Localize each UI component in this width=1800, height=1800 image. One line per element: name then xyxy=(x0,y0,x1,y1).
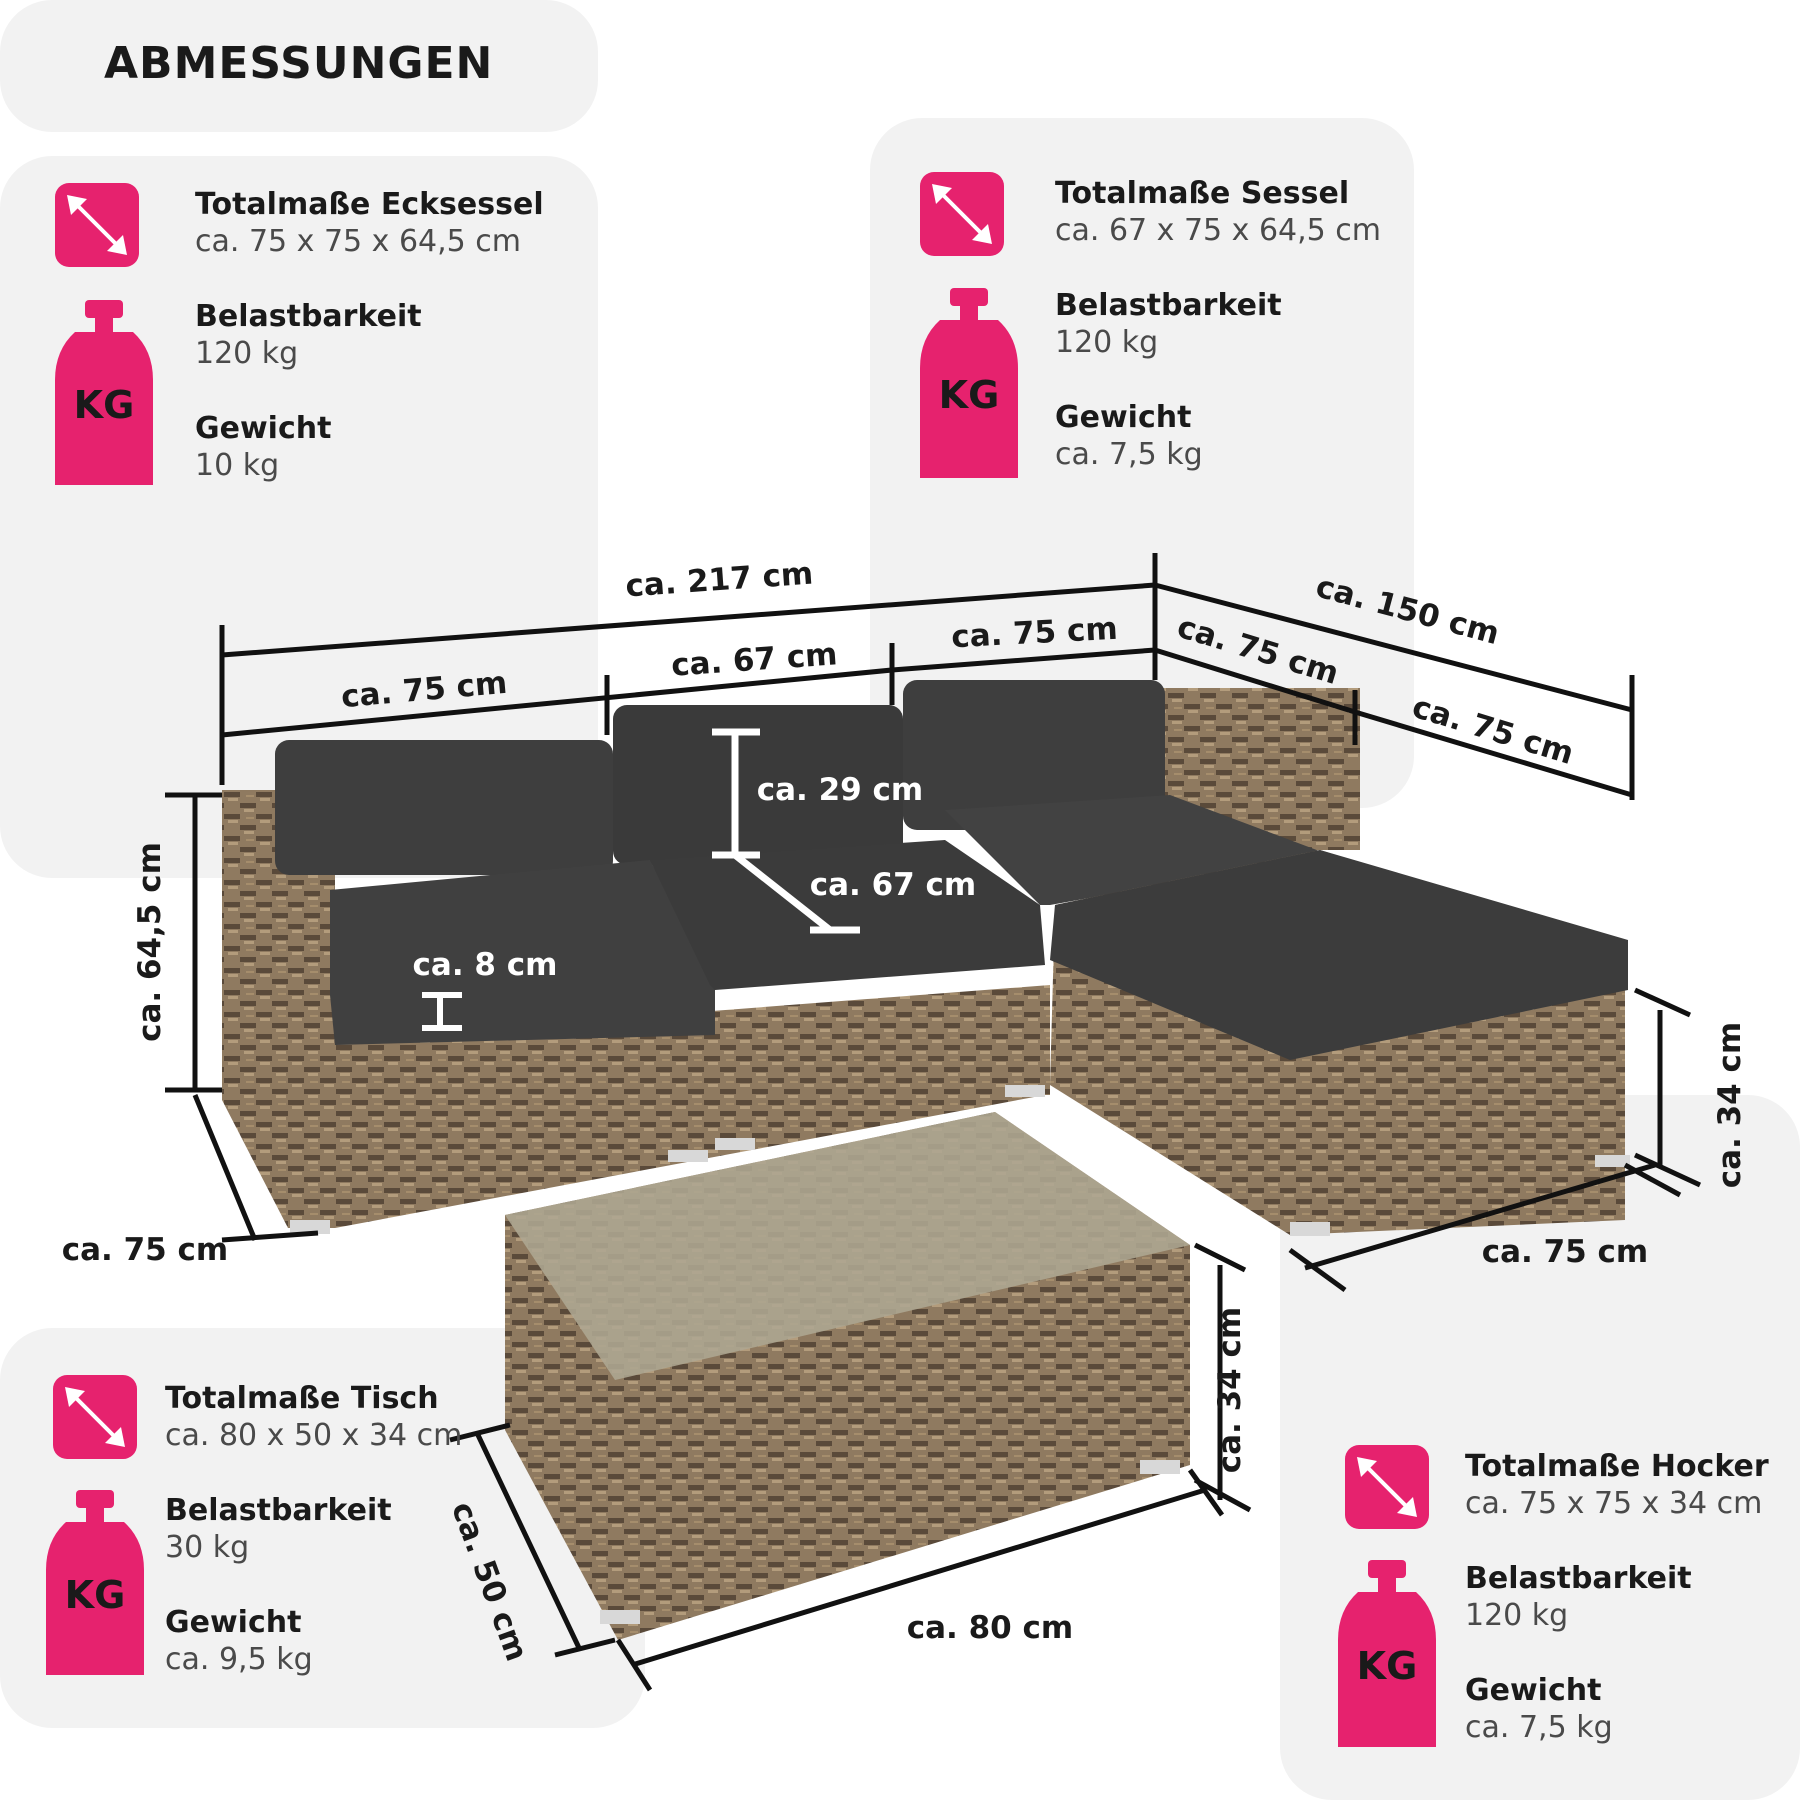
kg-weight-icon: KG xyxy=(920,288,1018,478)
dim-total-length: ca. 217 cm xyxy=(624,556,814,605)
kg-weight-icon: KG xyxy=(46,1490,144,1675)
dim-table-width: ca. 80 cm xyxy=(907,1610,1073,1646)
dim-sofa-height: ca. 64,5 cm xyxy=(132,842,168,1042)
diagonal-arrows-icon xyxy=(53,1375,137,1459)
dim-seat-depth: ca. 67 cm xyxy=(810,867,976,903)
svg-text:KG: KG xyxy=(74,383,135,427)
dim-table-height: ca. 34 cm xyxy=(1212,1307,1248,1473)
title-panel xyxy=(0,0,598,132)
dim-backrest-height: ca. 29 cm xyxy=(757,772,923,808)
sofa xyxy=(222,680,1360,1228)
seat-cushion-1 xyxy=(330,860,715,1045)
dim-sofa-depth: ca. 75 cm xyxy=(62,1232,228,1268)
kg-weight-icon: KG xyxy=(55,300,153,485)
svg-text:KG: KG xyxy=(1357,1644,1418,1688)
seat-cushion-2 xyxy=(650,840,1045,990)
dim-stool-depth: ca. 75 cm xyxy=(1408,689,1578,772)
kg-weight-icon: KG xyxy=(1338,1560,1436,1747)
diagonal-arrows-icon xyxy=(1345,1445,1429,1529)
dim-total-depth: ca. 150 cm xyxy=(1312,569,1503,652)
dim-cushion-thickness: ca. 8 cm xyxy=(413,947,558,983)
coffee-table xyxy=(505,1112,1190,1640)
seat-cushion-3 xyxy=(945,795,1330,905)
stool xyxy=(1050,850,1630,1236)
dim-stool-height: ca. 34 cm xyxy=(1712,1022,1748,1188)
diagonal-arrows-icon xyxy=(920,172,1004,256)
svg-text:KG: KG xyxy=(939,373,1000,417)
dimension-lines xyxy=(165,553,1702,1692)
diagonal-arrows-icon xyxy=(55,183,139,267)
page-title: ABMESSUNGEN xyxy=(104,38,494,89)
back-cushion-3 xyxy=(903,680,1165,830)
dim-stool-width: ca. 75 cm xyxy=(1482,1234,1648,1270)
dim-seat3-width: ca. 75 cm xyxy=(950,611,1118,656)
back-cushion-2 xyxy=(613,705,903,865)
svg-text:KG: KG xyxy=(65,1573,126,1617)
back-cushion-1 xyxy=(275,740,613,875)
